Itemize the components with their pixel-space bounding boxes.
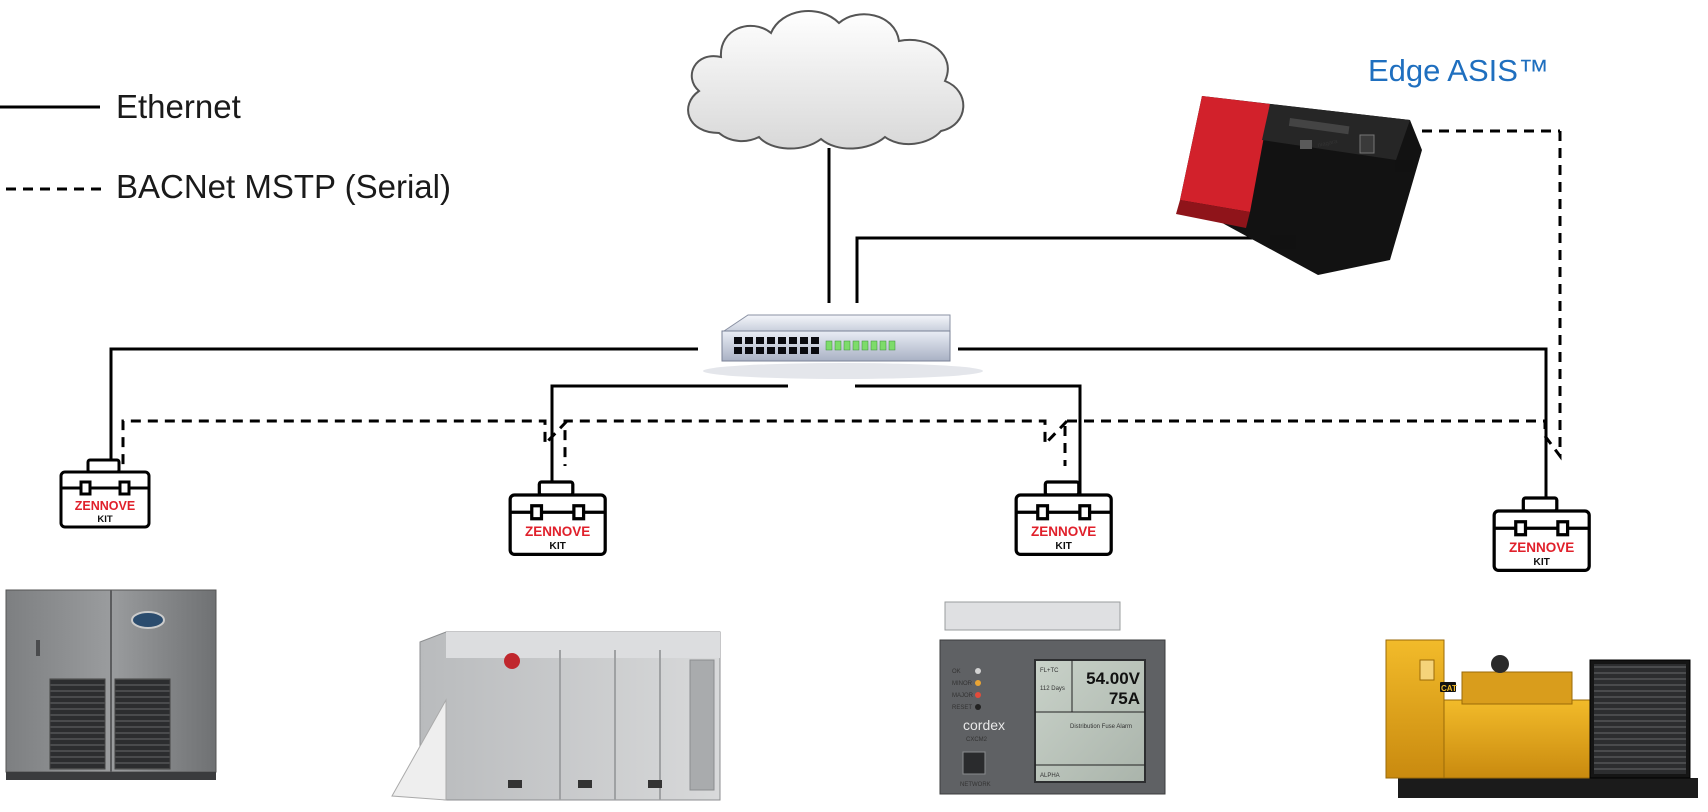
zennove-kit-2: ZENNOVE KIT xyxy=(508,480,607,556)
lcd-days: 112 Days xyxy=(1040,686,1065,692)
rectifier-model: CXCM2 xyxy=(966,737,988,743)
lcd-alarm-line: Distribution Fuse Alarm xyxy=(1070,724,1132,730)
rectifier-lcd-display: FL+TC 112 Days 54.00V 75A Distribution F… xyxy=(1034,659,1146,783)
led-major: MAJOR xyxy=(952,693,974,699)
mstp-bus-mid xyxy=(563,419,1069,466)
led-reset: RESET xyxy=(952,705,972,711)
lcd-current: 75A xyxy=(1109,689,1140,708)
lcd-voltage: 54.00V xyxy=(1086,669,1141,688)
crac-unit-image xyxy=(5,589,217,780)
legend: Ethernet BACNet MSTP (Serial) xyxy=(0,88,451,205)
kit-sub: KIT xyxy=(549,541,566,552)
kit-sub: KIT xyxy=(97,514,113,525)
mstp-links xyxy=(121,129,1562,484)
switch-to-unit2-link xyxy=(550,384,788,506)
rectifier-port-label: NETWORK xyxy=(960,782,991,788)
generator-brand: CAT xyxy=(1441,684,1457,693)
switch-to-unit4-link xyxy=(958,347,1548,512)
lcd-footer: ALPHA xyxy=(1040,773,1060,779)
zennove-kit-4: ZENNOVE KIT xyxy=(1492,496,1591,572)
legend-mstp-label: BACNet MSTP (Serial) xyxy=(116,168,451,205)
zennove-kit-3: ZENNOVE KIT xyxy=(1014,480,1113,556)
rectifier-brand: cordex xyxy=(963,717,1005,733)
led-minor: MINOR xyxy=(952,681,973,687)
edge-controller: Edge ASIS™ niagara xyxy=(1176,53,1549,275)
ethernet-links xyxy=(109,148,1548,512)
mstp-bus-left xyxy=(121,419,569,484)
kit-brand: ZENNOVE xyxy=(75,499,135,513)
rectifier-controller-image: OK MINOR MAJOR RESET cordex CXCM2 NETWOR… xyxy=(939,601,1166,795)
kit-sub: KIT xyxy=(1533,557,1550,568)
led-ok: OK xyxy=(952,669,961,675)
controller-title: Edge ASIS™ xyxy=(1368,53,1549,88)
zennove-kit-1: ZENNOVE KIT xyxy=(59,458,151,529)
legend-ethernet-label: Ethernet xyxy=(116,88,241,125)
rectifier-led-column: OK MINOR MAJOR RESET xyxy=(952,668,981,711)
mstp-bus xyxy=(1063,131,1562,466)
rooftop-unit-image xyxy=(391,631,721,801)
kit-brand: ZENNOVE xyxy=(1031,524,1096,539)
switch-to-unit1-link xyxy=(109,347,698,474)
cloud-icon xyxy=(687,9,965,150)
controller-brand: niagara xyxy=(1317,139,1338,149)
lcd-status-line: FL+TC xyxy=(1040,668,1059,674)
switch-to-unit3-link xyxy=(855,384,1082,506)
generator-image: CAT xyxy=(1385,639,1698,798)
kit-brand: ZENNOVE xyxy=(1509,540,1574,555)
kit-brand: ZENNOVE xyxy=(525,524,590,539)
controller-ethernet-link xyxy=(855,236,1283,303)
network-switch-icon xyxy=(703,314,983,379)
controller-device-image: niagara xyxy=(1176,96,1422,275)
kit-sub: KIT xyxy=(1055,541,1072,552)
